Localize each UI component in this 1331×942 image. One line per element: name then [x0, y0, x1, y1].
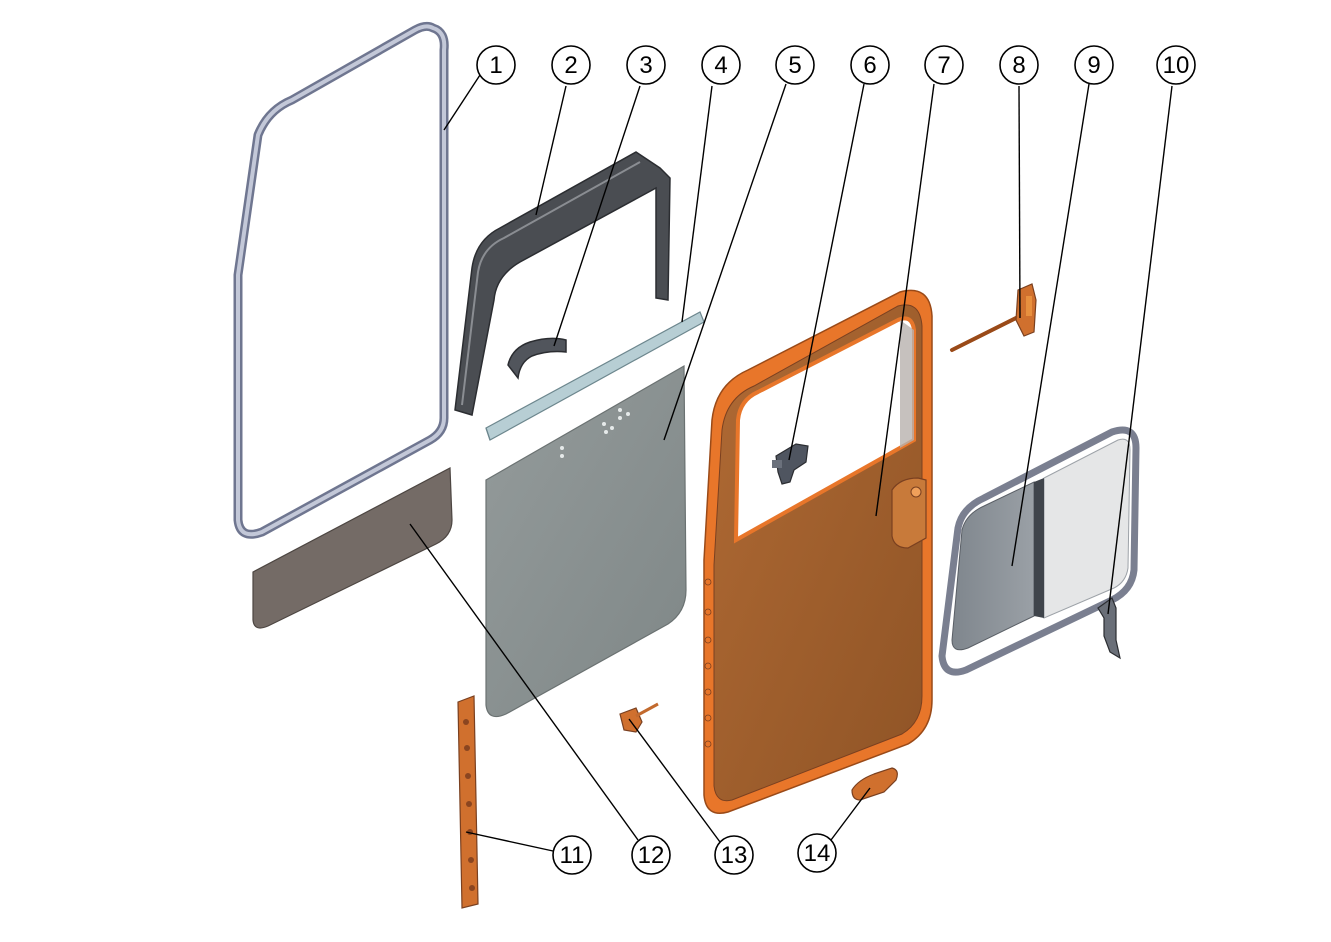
leader-line-5	[663, 83, 787, 441]
callout-label: 1	[489, 52, 502, 79]
callout-13: 13	[714, 835, 754, 875]
part-window-latch	[1097, 597, 1121, 660]
part-door-shell	[703, 289, 933, 814]
leader-line-13	[628, 718, 721, 843]
leader-line-4	[681, 85, 713, 323]
part-window-bracket	[772, 443, 809, 485]
callout-label: 4	[714, 52, 727, 79]
callouts: 1 2 3 4 5 6 7 8 9 10 11 12 13 14	[476, 45, 1196, 875]
part-lower-trim-panel	[252, 467, 453, 629]
leader-line-6	[788, 83, 865, 461]
callout-1: 1	[476, 45, 516, 85]
callout-5: 5	[775, 45, 815, 85]
callout-6: 6	[850, 45, 890, 85]
callout-label: 5	[788, 52, 801, 79]
callout-label: 3	[639, 52, 652, 79]
callout-7: 7	[924, 45, 964, 85]
part-check-strap	[619, 702, 659, 733]
callout-3: 3	[626, 45, 666, 85]
callout-label: 9	[1087, 52, 1100, 79]
callout-label: 10	[1163, 52, 1190, 79]
leader-line-10	[1107, 85, 1173, 615]
part-sliding-window	[938, 426, 1140, 676]
leader-line-9	[1011, 83, 1090, 567]
leader-line-3	[553, 85, 641, 347]
callout-label: 2	[564, 52, 577, 79]
callout-label: 14	[804, 840, 831, 867]
part-grip-handle	[507, 337, 567, 380]
leader-lines	[409, 74, 1173, 852]
callout-11: 11	[552, 835, 592, 875]
callout-label: 11	[560, 842, 585, 869]
part-latch-rod	[950, 283, 1037, 352]
callout-4: 4	[701, 45, 741, 85]
callout-14: 14	[797, 833, 837, 873]
leader-line-7	[875, 83, 935, 517]
callout-12: 12	[631, 835, 671, 875]
leader-line-11	[465, 831, 554, 852]
callout-8: 8	[999, 45, 1039, 85]
callout-label: 13	[721, 842, 748, 869]
part-channel-seal	[454, 151, 671, 416]
callout-10: 10	[1156, 45, 1196, 85]
callout-9: 9	[1074, 45, 1114, 85]
leader-line-8	[1018, 85, 1021, 319]
leader-line-1	[443, 74, 481, 131]
part-inner-panel	[485, 364, 687, 718]
leader-line-12	[409, 523, 639, 841]
callout-2: 2	[551, 45, 591, 85]
callout-label: 7	[937, 52, 950, 79]
callout-label: 8	[1012, 52, 1025, 79]
leader-line-2	[535, 85, 567, 216]
part-window-seal	[233, 21, 449, 539]
part-bottom-cover	[851, 767, 898, 801]
callout-label: 6	[863, 52, 876, 79]
callout-label: 12	[638, 842, 665, 869]
leader-line-14	[830, 787, 871, 841]
part-hinge-plate	[457, 695, 479, 909]
